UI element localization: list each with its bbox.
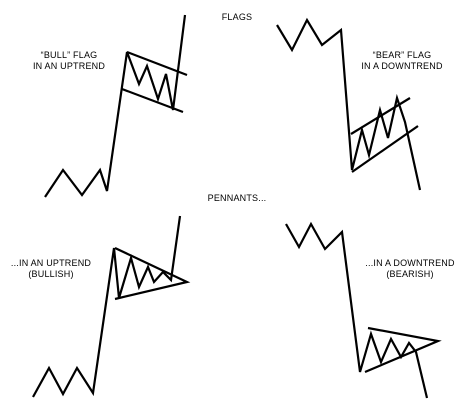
bear-flag-label-line2: IN A DOWNTREND [361, 61, 443, 71]
bear-pennant-price-line [285, 221, 429, 399]
bull-flag-upper-boundary [126, 50, 188, 77]
bull-pennant-triangle [114, 247, 191, 301]
flags-heading: FLAGS [221, 12, 253, 22]
bull-flag-price-line [44, 14, 187, 198]
bull-flag-label-line1: “BULL” FLAG [40, 50, 98, 60]
bear-flag-lower-boundary [351, 125, 419, 173]
bull-flag-pattern [44, 14, 188, 198]
bull-pennant-pattern [32, 215, 191, 398]
bull-pennant-label-line1: ...IN AN UPTREND [10, 258, 92, 268]
bear-flag-label-line1: “BEAR” FLAG [372, 50, 432, 60]
bear-flag-label: “BEAR” FLAG IN A DOWNTREND [358, 50, 446, 72]
bear-pennant-triangle [364, 326, 442, 374]
bear-flag-price-line [276, 17, 422, 191]
bull-flag-lower-boundary [121, 87, 184, 114]
bull-flag-label-line2: IN AN UPTREND [32, 61, 106, 71]
bear-flag-upper-boundary [350, 97, 411, 135]
bear-pennant-label-line2: (BEARISH) [386, 269, 434, 279]
bear-pennant-label: ...IN A DOWNTREND (BEARISH) [360, 258, 460, 280]
bull-pennant-price-line [32, 215, 182, 398]
bear-pennant-pattern [285, 221, 442, 399]
bull-pennant-label-line2: (BULLISH) [28, 269, 74, 279]
bear-flag-pattern [276, 17, 422, 191]
pennants-heading: PENNANTS... [207, 193, 267, 203]
bear-pennant-label-line1: ...IN A DOWNTREND [365, 258, 455, 268]
bull-pennant-label: ...IN AN UPTREND (BULLISH) [6, 258, 96, 280]
bull-flag-label: “BULL” FLAG IN AN UPTREND [28, 50, 110, 72]
